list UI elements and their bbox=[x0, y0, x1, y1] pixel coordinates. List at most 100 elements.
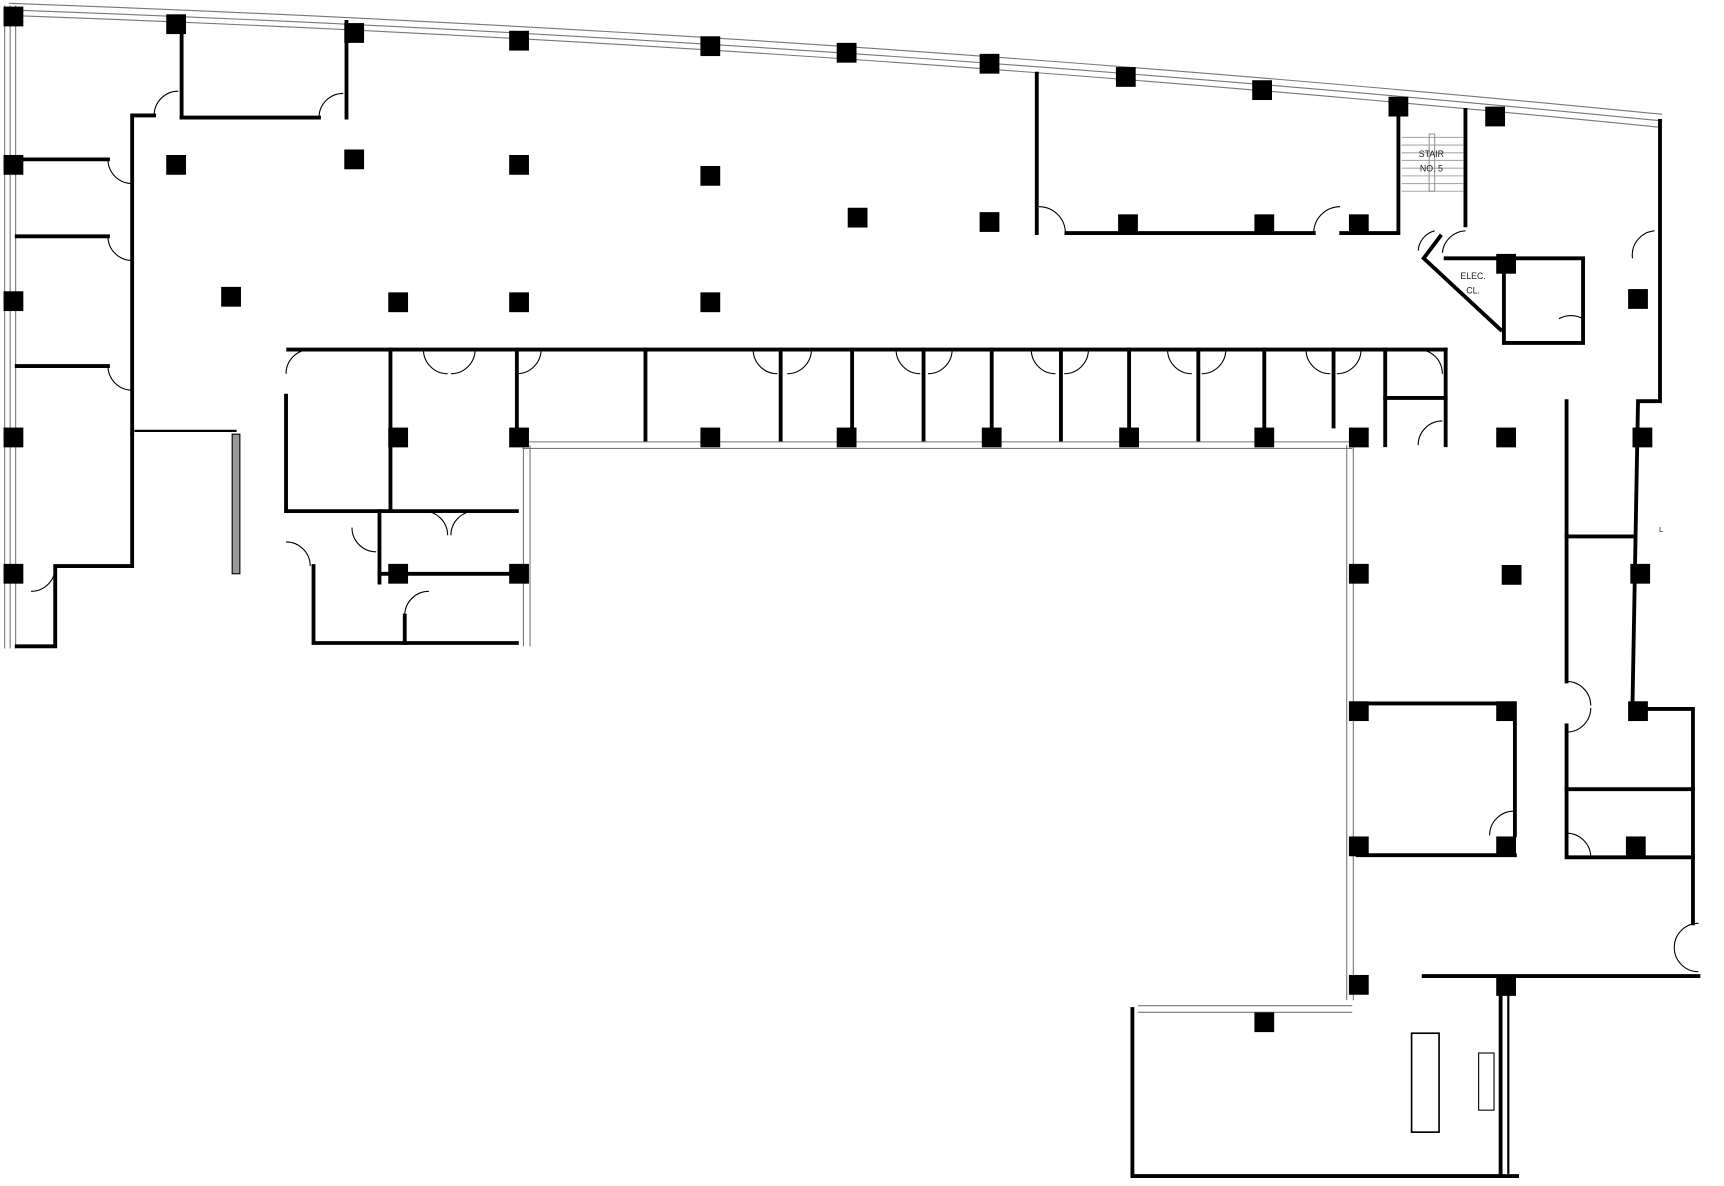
door-swing bbox=[927, 349, 953, 375]
door-swing bbox=[1489, 810, 1514, 836]
structural-column bbox=[3, 563, 24, 584]
door-swing bbox=[404, 590, 429, 616]
door-swing bbox=[107, 159, 133, 185]
stair-number-label: NO. 5 bbox=[1420, 163, 1443, 173]
structural-column bbox=[1496, 976, 1517, 996]
door-swing bbox=[1441, 230, 1466, 253]
exterior-wall-left bbox=[4, 5, 17, 649]
door-swing bbox=[1030, 349, 1056, 375]
structural-column bbox=[1254, 214, 1275, 235]
door-swing bbox=[286, 541, 311, 567]
structural-column bbox=[221, 286, 241, 307]
structural-column bbox=[388, 292, 409, 313]
columns bbox=[3, 6, 1653, 1033]
elec-closet-label-2: CL. bbox=[1466, 285, 1480, 295]
door-swing bbox=[107, 366, 133, 391]
door-swing bbox=[31, 567, 56, 592]
door-swing bbox=[450, 349, 476, 375]
structural-column bbox=[1348, 427, 1369, 448]
structural-column bbox=[1628, 289, 1648, 309]
door-swing bbox=[351, 527, 377, 553]
structural-column bbox=[1496, 253, 1517, 274]
door-swing bbox=[422, 349, 448, 375]
structural-column bbox=[388, 563, 409, 584]
structural-column bbox=[388, 427, 409, 448]
small-mark: L bbox=[1659, 525, 1664, 534]
structural-column bbox=[1348, 214, 1369, 235]
structural-column bbox=[509, 427, 529, 448]
structural-column bbox=[509, 563, 529, 584]
structural-column bbox=[836, 427, 857, 448]
structural-column bbox=[1632, 427, 1653, 448]
structural-column bbox=[700, 36, 721, 57]
door-swing bbox=[1418, 348, 1443, 374]
door-swing bbox=[1631, 230, 1655, 259]
structural-column bbox=[3, 427, 24, 448]
door-swing bbox=[1064, 349, 1089, 375]
door-swing bbox=[285, 348, 311, 374]
structural-column bbox=[1115, 67, 1136, 87]
door-swing bbox=[1566, 832, 1592, 858]
structural-column bbox=[700, 427, 721, 448]
structural-column bbox=[1118, 214, 1138, 235]
door-swing bbox=[1305, 349, 1331, 375]
interior-glazing bbox=[522, 441, 1354, 1013]
structural-column bbox=[836, 42, 857, 63]
structural-column bbox=[166, 14, 187, 35]
structural-column bbox=[1485, 106, 1506, 127]
structural-column bbox=[3, 6, 24, 27]
structural-column bbox=[1625, 836, 1646, 857]
door-swing bbox=[895, 349, 921, 375]
structural-column bbox=[3, 291, 24, 312]
door-swing bbox=[1673, 922, 1699, 973]
structural-column bbox=[1119, 427, 1139, 448]
doors bbox=[31, 90, 1699, 973]
structural-column bbox=[509, 154, 529, 175]
door-swing bbox=[318, 92, 344, 118]
structural-column bbox=[1630, 563, 1651, 584]
door-swing bbox=[450, 510, 476, 536]
structural-column bbox=[1496, 836, 1517, 857]
door-swing bbox=[1167, 349, 1192, 375]
structural-column bbox=[166, 154, 187, 175]
structural-column bbox=[1348, 701, 1369, 722]
structural-column bbox=[847, 207, 868, 228]
structural-column bbox=[1348, 974, 1369, 995]
structural-column bbox=[1628, 701, 1648, 722]
door-swing bbox=[787, 349, 812, 375]
structural-column bbox=[344, 149, 365, 170]
door-swing bbox=[1558, 315, 1584, 320]
door-swing bbox=[1313, 206, 1341, 234]
door-swing bbox=[1566, 680, 1592, 706]
door-swing bbox=[1566, 707, 1592, 733]
door-swing bbox=[107, 236, 133, 262]
walls bbox=[14, 14, 1701, 1179]
structural-column bbox=[1501, 564, 1522, 585]
structural-column bbox=[1348, 836, 1369, 857]
structural-column bbox=[1388, 96, 1409, 117]
structural-column bbox=[1496, 701, 1517, 722]
door-swing bbox=[423, 510, 449, 536]
structural-column bbox=[979, 53, 1000, 74]
structural-column bbox=[981, 427, 1002, 448]
stair-label: STAIR bbox=[1419, 149, 1444, 159]
structural-column bbox=[1254, 1012, 1275, 1033]
structural-column bbox=[1254, 427, 1275, 448]
structural-column bbox=[1348, 563, 1369, 584]
door-swing bbox=[1417, 420, 1443, 446]
structural-column bbox=[344, 23, 365, 43]
door-swing bbox=[752, 349, 778, 375]
curtain-wall-top bbox=[9, 2, 1663, 129]
door-swing bbox=[1417, 230, 1435, 251]
structural-column bbox=[700, 292, 721, 313]
structural-column bbox=[509, 292, 529, 313]
stair: STAIR NO. 5 bbox=[1401, 133, 1464, 192]
structural-column bbox=[1252, 80, 1272, 101]
door-swing bbox=[1038, 206, 1066, 234]
structural-column bbox=[700, 165, 721, 186]
structural-column bbox=[3, 154, 24, 175]
door-swing bbox=[1201, 349, 1227, 375]
door-swing bbox=[153, 90, 179, 116]
door-swing bbox=[1336, 349, 1362, 375]
